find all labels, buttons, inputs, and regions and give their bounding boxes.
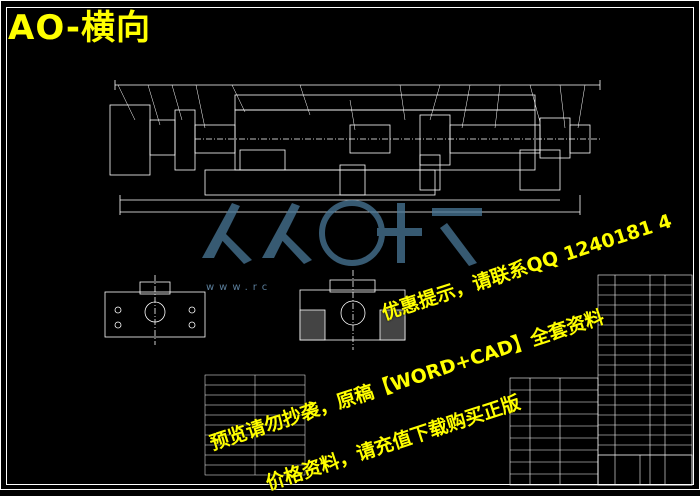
- parts-list-table: [597, 274, 693, 486]
- parts-list-table-lower: [509, 377, 693, 486]
- logo-url-text: www.rc: [206, 282, 273, 293]
- renren-wenku-logo: [202, 200, 482, 266]
- section-view-middle: [299, 270, 406, 350]
- notes-table: [204, 374, 306, 476]
- drawing-title: AO-横向: [8, 8, 151, 48]
- section-view-left: [104, 275, 206, 345]
- drawing-inner-frame: [6, 7, 694, 485]
- main-assembly-view: [109, 80, 601, 215]
- leader-lines: [117, 84, 586, 131]
